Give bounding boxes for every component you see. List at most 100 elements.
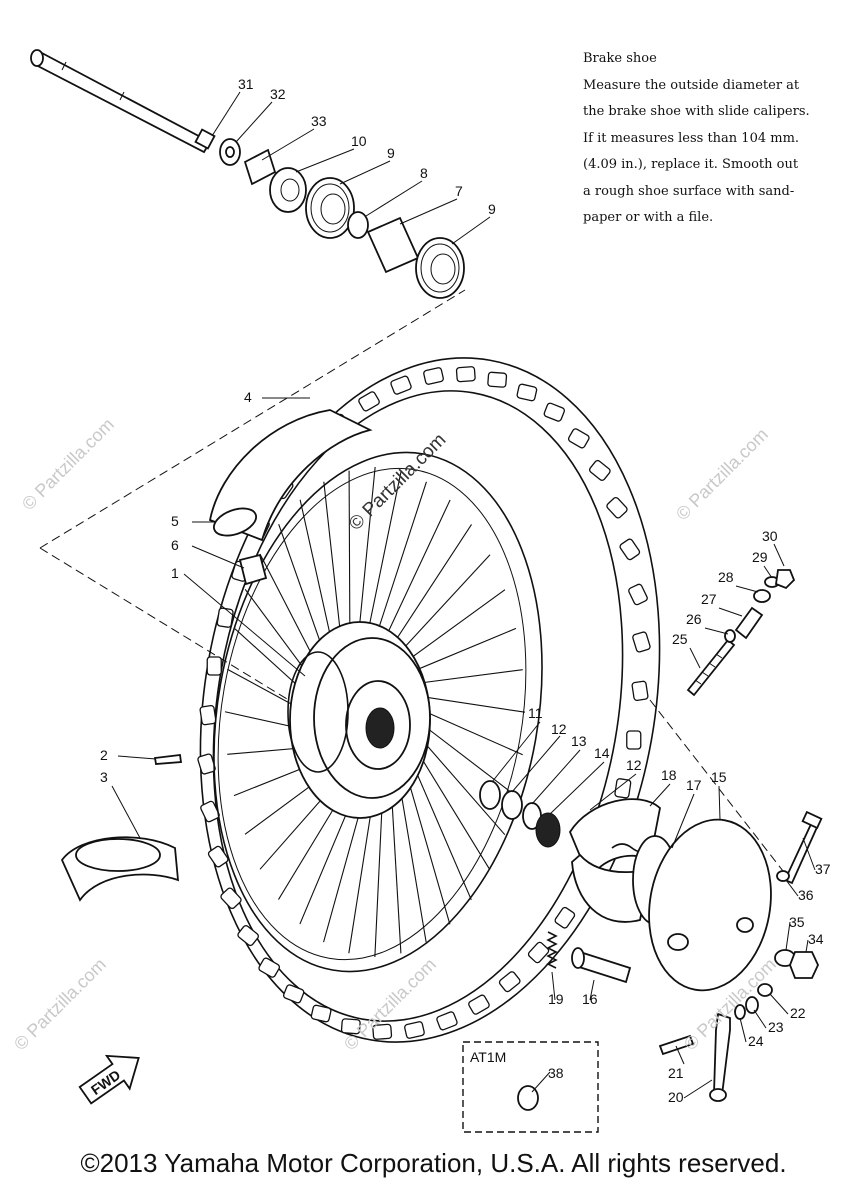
note-line: the brake shoe with slide calipers. bbox=[583, 104, 810, 119]
callout-35: 35 bbox=[789, 914, 805, 930]
tread-block bbox=[436, 1011, 458, 1031]
callout-1: 1 bbox=[171, 565, 179, 581]
leader-line bbox=[191, 545, 245, 569]
axle-assembly bbox=[30, 49, 465, 299]
nipple-2 bbox=[153, 754, 183, 765]
tread-block bbox=[372, 1023, 393, 1040]
callout-30: 30 bbox=[762, 528, 778, 544]
tread-block bbox=[626, 730, 642, 750]
leader-line bbox=[785, 921, 791, 951]
leader-line bbox=[769, 993, 789, 1015]
tread-block bbox=[487, 371, 508, 388]
tread-block bbox=[206, 656, 222, 676]
leader-line bbox=[551, 971, 556, 1001]
tread-block bbox=[200, 800, 220, 823]
callout-27: 27 bbox=[701, 591, 717, 607]
callout-33: 33 bbox=[311, 113, 327, 129]
tread-block bbox=[220, 887, 242, 910]
seal-12a bbox=[501, 790, 523, 820]
tread-block bbox=[455, 366, 476, 383]
bushing-27 bbox=[734, 606, 764, 640]
callout-25: 25 bbox=[672, 631, 688, 647]
tread-block bbox=[614, 778, 632, 799]
tread-block bbox=[404, 1021, 425, 1039]
callout-12-lower: 12 bbox=[626, 757, 642, 773]
tread-block bbox=[498, 971, 521, 993]
collar-38 bbox=[517, 1085, 539, 1111]
tread-block bbox=[516, 383, 538, 402]
nut-34 bbox=[789, 951, 819, 979]
spacer-11 bbox=[479, 780, 501, 810]
tread-block bbox=[554, 906, 576, 929]
bearing-9-upper bbox=[305, 177, 355, 239]
callout-31: 31 bbox=[238, 76, 254, 92]
bolt-37 bbox=[783, 820, 820, 885]
fwd-arrow: FWD bbox=[78, 1054, 140, 1105]
tread-block bbox=[216, 607, 234, 628]
at1m-inset: AT1M bbox=[462, 1041, 599, 1133]
tread-block bbox=[237, 925, 259, 947]
tread-block bbox=[358, 391, 380, 412]
spoke bbox=[389, 554, 491, 664]
leader-line bbox=[805, 939, 809, 953]
guide-lines bbox=[39, 289, 791, 881]
hub-1 bbox=[287, 621, 431, 819]
oil-seal-10 bbox=[269, 167, 307, 213]
leader-line bbox=[111, 785, 141, 839]
spoke bbox=[383, 524, 472, 659]
leader-line bbox=[589, 773, 637, 811]
tread-block bbox=[628, 583, 648, 606]
leader-line bbox=[589, 979, 595, 1001]
leader-line bbox=[211, 91, 241, 137]
callout-10: 10 bbox=[351, 133, 367, 149]
tread-block bbox=[310, 1004, 332, 1023]
tube-5 bbox=[208, 409, 373, 542]
leader-line bbox=[704, 627, 729, 635]
spacer-7 bbox=[366, 216, 420, 274]
callout-38: 38 bbox=[548, 1065, 564, 1081]
rim-band-6 bbox=[238, 553, 268, 586]
callout-37: 37 bbox=[815, 861, 831, 877]
leader-line bbox=[718, 607, 743, 617]
leader-line bbox=[451, 216, 491, 245]
seal-28 bbox=[753, 589, 771, 603]
leader-line bbox=[295, 148, 355, 173]
leader-line bbox=[183, 573, 306, 677]
leader-line bbox=[649, 783, 671, 807]
callout-19: 19 bbox=[548, 991, 564, 1007]
leader-line bbox=[531, 1071, 551, 1093]
leader-line bbox=[531, 749, 581, 805]
callout-3: 3 bbox=[100, 769, 108, 785]
callout-17: 17 bbox=[686, 777, 702, 793]
collar-33 bbox=[243, 148, 277, 186]
leader-line bbox=[491, 721, 541, 783]
wheel-assembly bbox=[60, 357, 661, 1043]
brake-shoe-18 bbox=[568, 798, 661, 883]
callout-4: 4 bbox=[244, 389, 252, 405]
tread-block bbox=[527, 941, 550, 964]
gear-14 bbox=[535, 812, 561, 848]
callouts: 31 32 33 10 9 8 7 9 4 5 6 1 2 3 11 12 13… bbox=[100, 76, 831, 1105]
washer-23 bbox=[745, 996, 759, 1014]
callout-26: 26 bbox=[686, 611, 702, 627]
tread-block bbox=[340, 1018, 361, 1035]
leader-line bbox=[689, 647, 701, 669]
note-line: (4.09 in.), replace it. Smooth out bbox=[583, 157, 799, 172]
leader-line bbox=[549, 761, 605, 815]
leader-line bbox=[261, 128, 315, 161]
tread-block bbox=[283, 984, 305, 1004]
callout-14: 14 bbox=[594, 745, 610, 761]
copyright-footer: ©2013 Yamaha Motor Corporation, U.S.A. A… bbox=[80, 1148, 787, 1178]
note-line: a rough shoe surface with sand- bbox=[583, 183, 795, 199]
note-line: If it measures less than 104 mm. bbox=[583, 130, 800, 146]
nut-22 bbox=[757, 983, 773, 997]
washer-36 bbox=[776, 870, 790, 882]
leader-line bbox=[235, 101, 273, 143]
tread-block bbox=[589, 459, 611, 481]
callout-21: 21 bbox=[668, 1065, 684, 1081]
inset-label: AT1M bbox=[470, 1049, 506, 1065]
callout-34: 34 bbox=[808, 931, 824, 947]
leader-line bbox=[511, 735, 561, 793]
leader-line bbox=[802, 837, 816, 871]
